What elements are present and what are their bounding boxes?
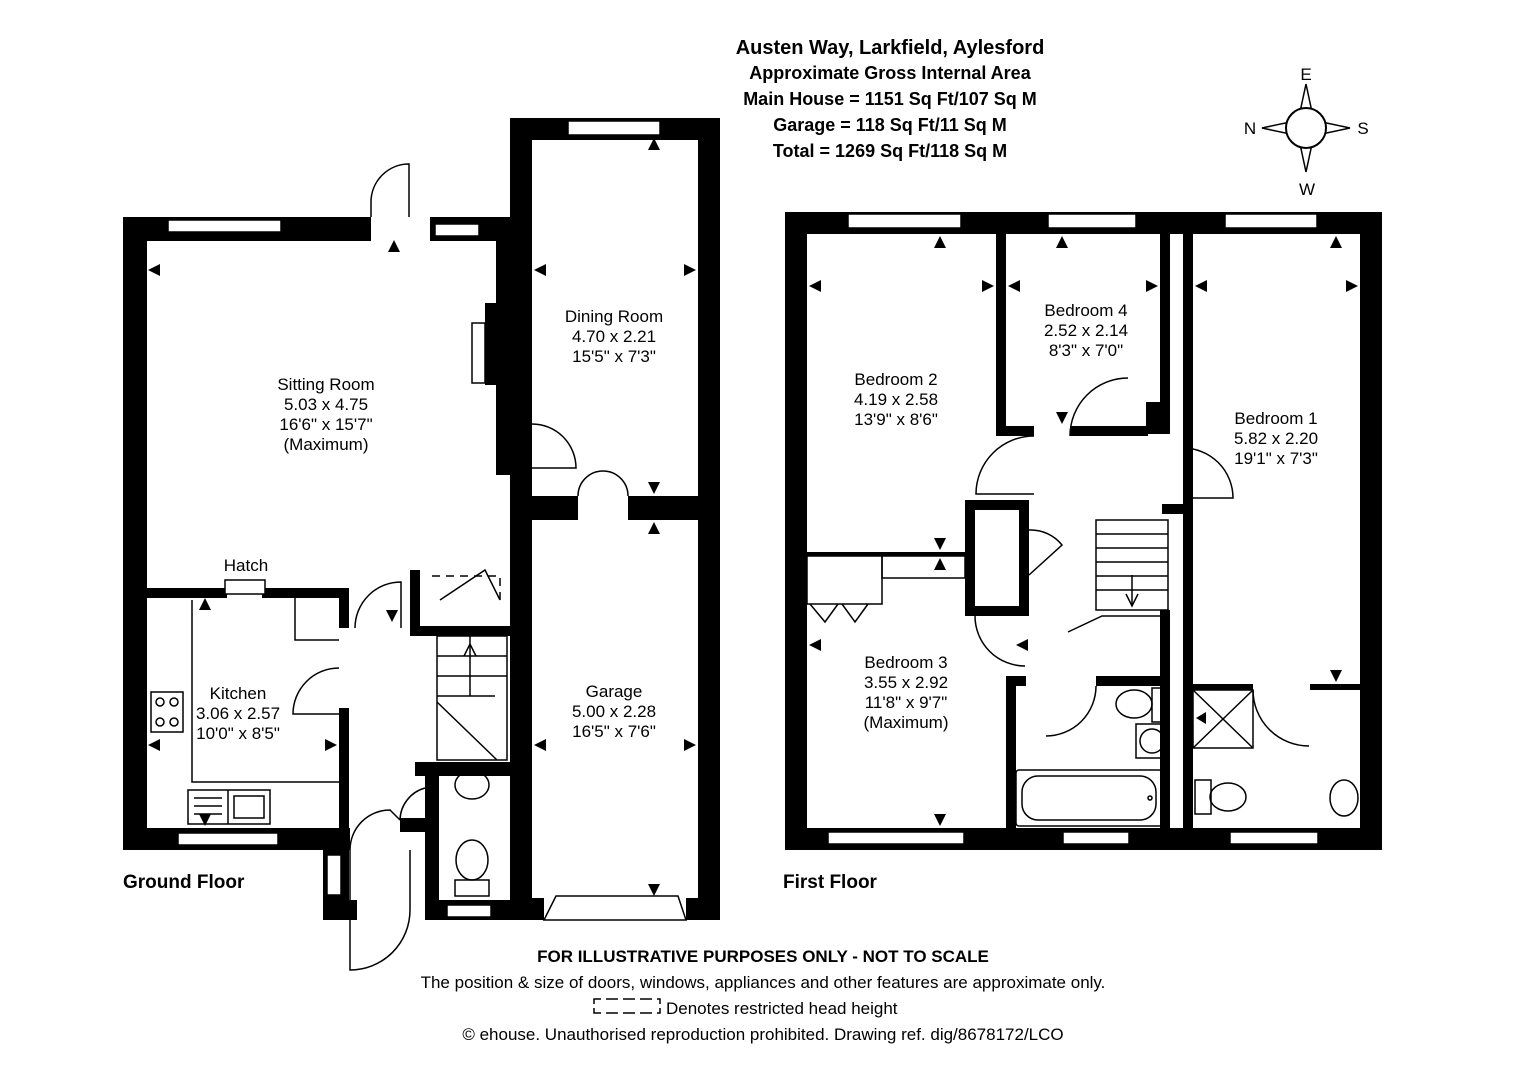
header: Austen Way, Larkfield, Aylesford Approxi… bbox=[736, 37, 1045, 161]
room-imperial: 16'6" x 15'7" bbox=[279, 415, 372, 434]
room-label-bedroom-4: Bedroom 4 2.52 x 2.14 8'3" x 7'0" bbox=[1044, 301, 1128, 360]
room-name: Garage bbox=[586, 682, 643, 701]
legend-text: Denotes restricted head height bbox=[666, 999, 898, 1018]
room-label-garage: Garage 5.00 x 2.28 16'5" x 7'6" bbox=[572, 682, 656, 741]
room-name: Kitchen bbox=[210, 684, 267, 703]
room-label-bedroom-1: Bedroom 1 5.82 x 2.20 19'1" x 7'3" bbox=[1234, 409, 1318, 468]
room-label-dining-room: Dining Room 4.70 x 2.21 15'5" x 7'3" bbox=[565, 307, 663, 366]
compass-e-label: E bbox=[1300, 65, 1311, 84]
room-imperial: 16'5" x 7'6" bbox=[572, 722, 656, 741]
room-imperial: 10'0" x 8'5" bbox=[196, 724, 280, 743]
room-imperial: 15'5" x 7'3" bbox=[572, 347, 656, 366]
room-name: Bedroom 3 bbox=[864, 653, 947, 672]
room-metric: 5.00 x 2.28 bbox=[572, 702, 656, 721]
compass-s-label: S bbox=[1357, 119, 1368, 138]
compass-w-label: W bbox=[1299, 180, 1315, 199]
room-metric: 3.06 x 2.57 bbox=[196, 704, 280, 723]
room-metric: 4.70 x 2.21 bbox=[572, 327, 656, 346]
room-metric: 5.03 x 4.75 bbox=[284, 395, 368, 414]
room-imperial: 11'8" x 9'7" bbox=[865, 693, 948, 712]
property-title: Austen Way, Larkfield, Aylesford bbox=[736, 37, 1045, 59]
room-label-kitchen: Kitchen 3.06 x 2.57 10'0" x 8'5" bbox=[196, 684, 280, 743]
room-name: Bedroom 4 bbox=[1044, 301, 1127, 320]
ground-floor-plan bbox=[123, 118, 720, 971]
room-imperial: 13'9" x 8'6" bbox=[854, 410, 938, 429]
first-floor-plan bbox=[785, 212, 1382, 850]
restricted-height-legend-icon bbox=[593, 998, 661, 1014]
room-metric: 4.19 x 2.58 bbox=[854, 390, 938, 409]
room-imperial: 8'3" x 7'0" bbox=[1049, 341, 1123, 360]
room-name: Bedroom 1 bbox=[1234, 409, 1317, 428]
ground-floor-label: Ground Floor bbox=[123, 872, 245, 893]
disclaimer-text: The position & size of doors, windows, a… bbox=[421, 973, 1106, 992]
first-floor-label: First Floor bbox=[783, 872, 878, 893]
room-label-bedroom-3: Bedroom 3 3.55 x 2.92 11'8" x 9'7" (Maxi… bbox=[864, 653, 949, 732]
hatch-label: Hatch bbox=[224, 556, 268, 575]
compass-icon: E N S W bbox=[1244, 65, 1369, 199]
footer: FOR ILLUSTRATIVE PURPOSES ONLY - NOT TO … bbox=[421, 947, 1106, 1044]
main-house-area: Main House = 1151 Sq Ft/107 Sq M bbox=[743, 89, 1037, 109]
room-name: Dining Room bbox=[565, 307, 663, 326]
area-heading: Approximate Gross Internal Area bbox=[749, 63, 1031, 83]
room-metric: 5.82 x 2.20 bbox=[1234, 429, 1318, 448]
total-area: Total = 1269 Sq Ft/118 Sq M bbox=[773, 141, 1007, 161]
room-imperial: 19'1" x 7'3" bbox=[1234, 449, 1318, 468]
room-label-bedroom-2: Bedroom 2 4.19 x 2.58 13'9" x 8'6" bbox=[854, 370, 938, 429]
copyright-text: © ehouse. Unauthorised reproduction proh… bbox=[462, 1025, 1063, 1044]
room-metric: 3.55 x 2.92 bbox=[864, 673, 948, 692]
room-name: Sitting Room bbox=[277, 375, 374, 394]
room-name: Bedroom 2 bbox=[854, 370, 937, 389]
room-note: (Maximum) bbox=[864, 713, 949, 732]
disclaimer-heading: FOR ILLUSTRATIVE PURPOSES ONLY - NOT TO … bbox=[537, 947, 989, 966]
compass-n-label: N bbox=[1244, 119, 1256, 138]
room-metric: 2.52 x 2.14 bbox=[1044, 321, 1128, 340]
room-note: (Maximum) bbox=[284, 435, 369, 454]
room-label-sitting-room: Sitting Room 5.03 x 4.75 16'6" x 15'7" (… bbox=[277, 375, 374, 454]
garage-area: Garage = 118 Sq Ft/11 Sq M bbox=[773, 115, 1007, 135]
